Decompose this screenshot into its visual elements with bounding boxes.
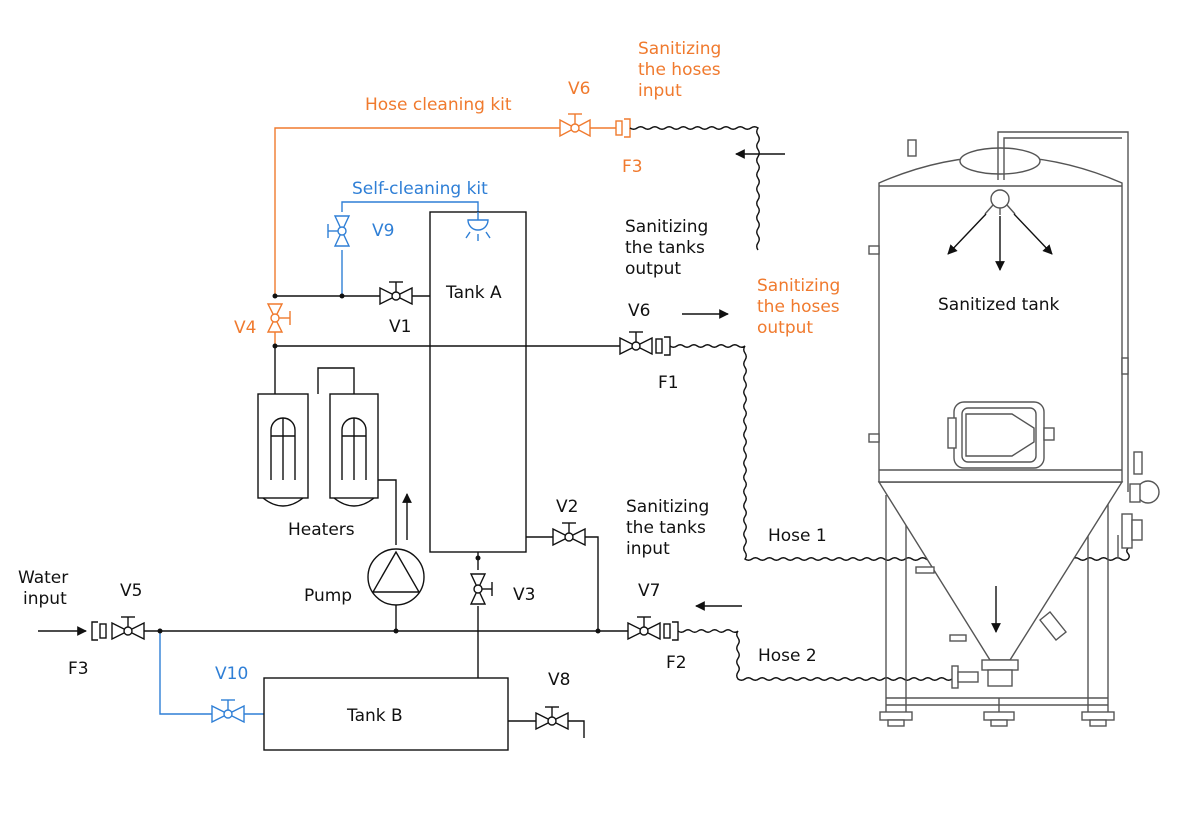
v2-junction (595, 628, 601, 634)
hose-cleaning-kit-label: Hose cleaning kit (365, 95, 512, 115)
valve-v6-top-label: V6 (568, 79, 590, 99)
pump (367, 548, 425, 631)
sanitized-tank-label: Sanitized tank (938, 295, 1060, 315)
v10-line (159, 631, 212, 715)
valve-v3[interactable] (469, 573, 493, 605)
fitting-f2-label: F2 (666, 653, 687, 673)
fitting-f3-top (615, 118, 631, 138)
fitting-f3-left (91, 621, 107, 641)
valve-v8[interactable] (535, 706, 569, 731)
valve-v9[interactable] (327, 215, 351, 247)
valve-v6-top[interactable] (559, 113, 591, 138)
fitting-f1-label: F1 (658, 373, 679, 393)
valve-v7[interactable] (627, 616, 661, 641)
valve-v5[interactable] (111, 616, 145, 641)
valve-v4[interactable] (266, 303, 291, 333)
heater-2 (329, 393, 379, 507)
valve-v2-label: V2 (556, 497, 578, 517)
fitting-f3-top-label: F3 (622, 157, 643, 177)
sanitized-tank (868, 131, 1160, 727)
v10-junction (157, 628, 163, 634)
valve-v6[interactable] (619, 331, 653, 356)
valve-v3-label: V3 (513, 585, 535, 605)
tank-b (263, 677, 509, 751)
valve-v5-label: V5 (120, 581, 142, 601)
self-cleaning-kit-line (341, 201, 479, 296)
tank-a-label: Tank A (445, 283, 502, 303)
water-input-label: Water input (18, 568, 74, 609)
heaters (257, 346, 397, 545)
valve-v6-label: V6 (628, 301, 650, 321)
valve-v4-label: V4 (234, 318, 256, 338)
valve-v9-label: V9 (372, 221, 394, 241)
self-cleaning-kit-label: Self-cleaning kit (352, 179, 488, 199)
tank-b-label: Tank B (346, 706, 403, 726)
fitting-f3-left-label: F3 (68, 659, 89, 679)
pump-label: Pump (304, 586, 352, 606)
hose-1-label: Hose 1 (768, 526, 827, 546)
sanitizing-hoses-input-label: Sanitizing the hoses input (638, 39, 727, 101)
heater-1 (257, 393, 309, 507)
valve-v2[interactable] (552, 522, 586, 547)
tank-a (429, 211, 527, 553)
sanitizing-hoses-output-label: Sanitizing the hoses output (757, 276, 846, 338)
hose-2-label: Hose 2 (758, 646, 817, 666)
valve-v7-label: V7 (638, 581, 660, 601)
valve-v10-label: V10 (215, 664, 248, 684)
fitting-f2 (663, 621, 679, 641)
hose-cleaning-input-hose (629, 126, 760, 251)
fitting-f1 (655, 336, 671, 356)
spray-arrows (947, 213, 1053, 633)
valve-v1[interactable] (379, 281, 413, 306)
sanitizing-tanks-output-label: Sanitizing the tanks output (625, 217, 714, 279)
tank-a-spray-ball-icon (465, 212, 491, 241)
hose-2 (677, 629, 953, 681)
heaters-label: Heaters (288, 520, 355, 540)
pump-junction (393, 628, 399, 634)
sanitizing-tanks-input-label: Sanitizing the tanks input (626, 497, 715, 559)
v3-junction-top (475, 555, 481, 561)
valve-v10[interactable] (211, 699, 245, 724)
valve-v1-label: V1 (389, 317, 411, 337)
valve-v8-label: V8 (548, 670, 570, 690)
